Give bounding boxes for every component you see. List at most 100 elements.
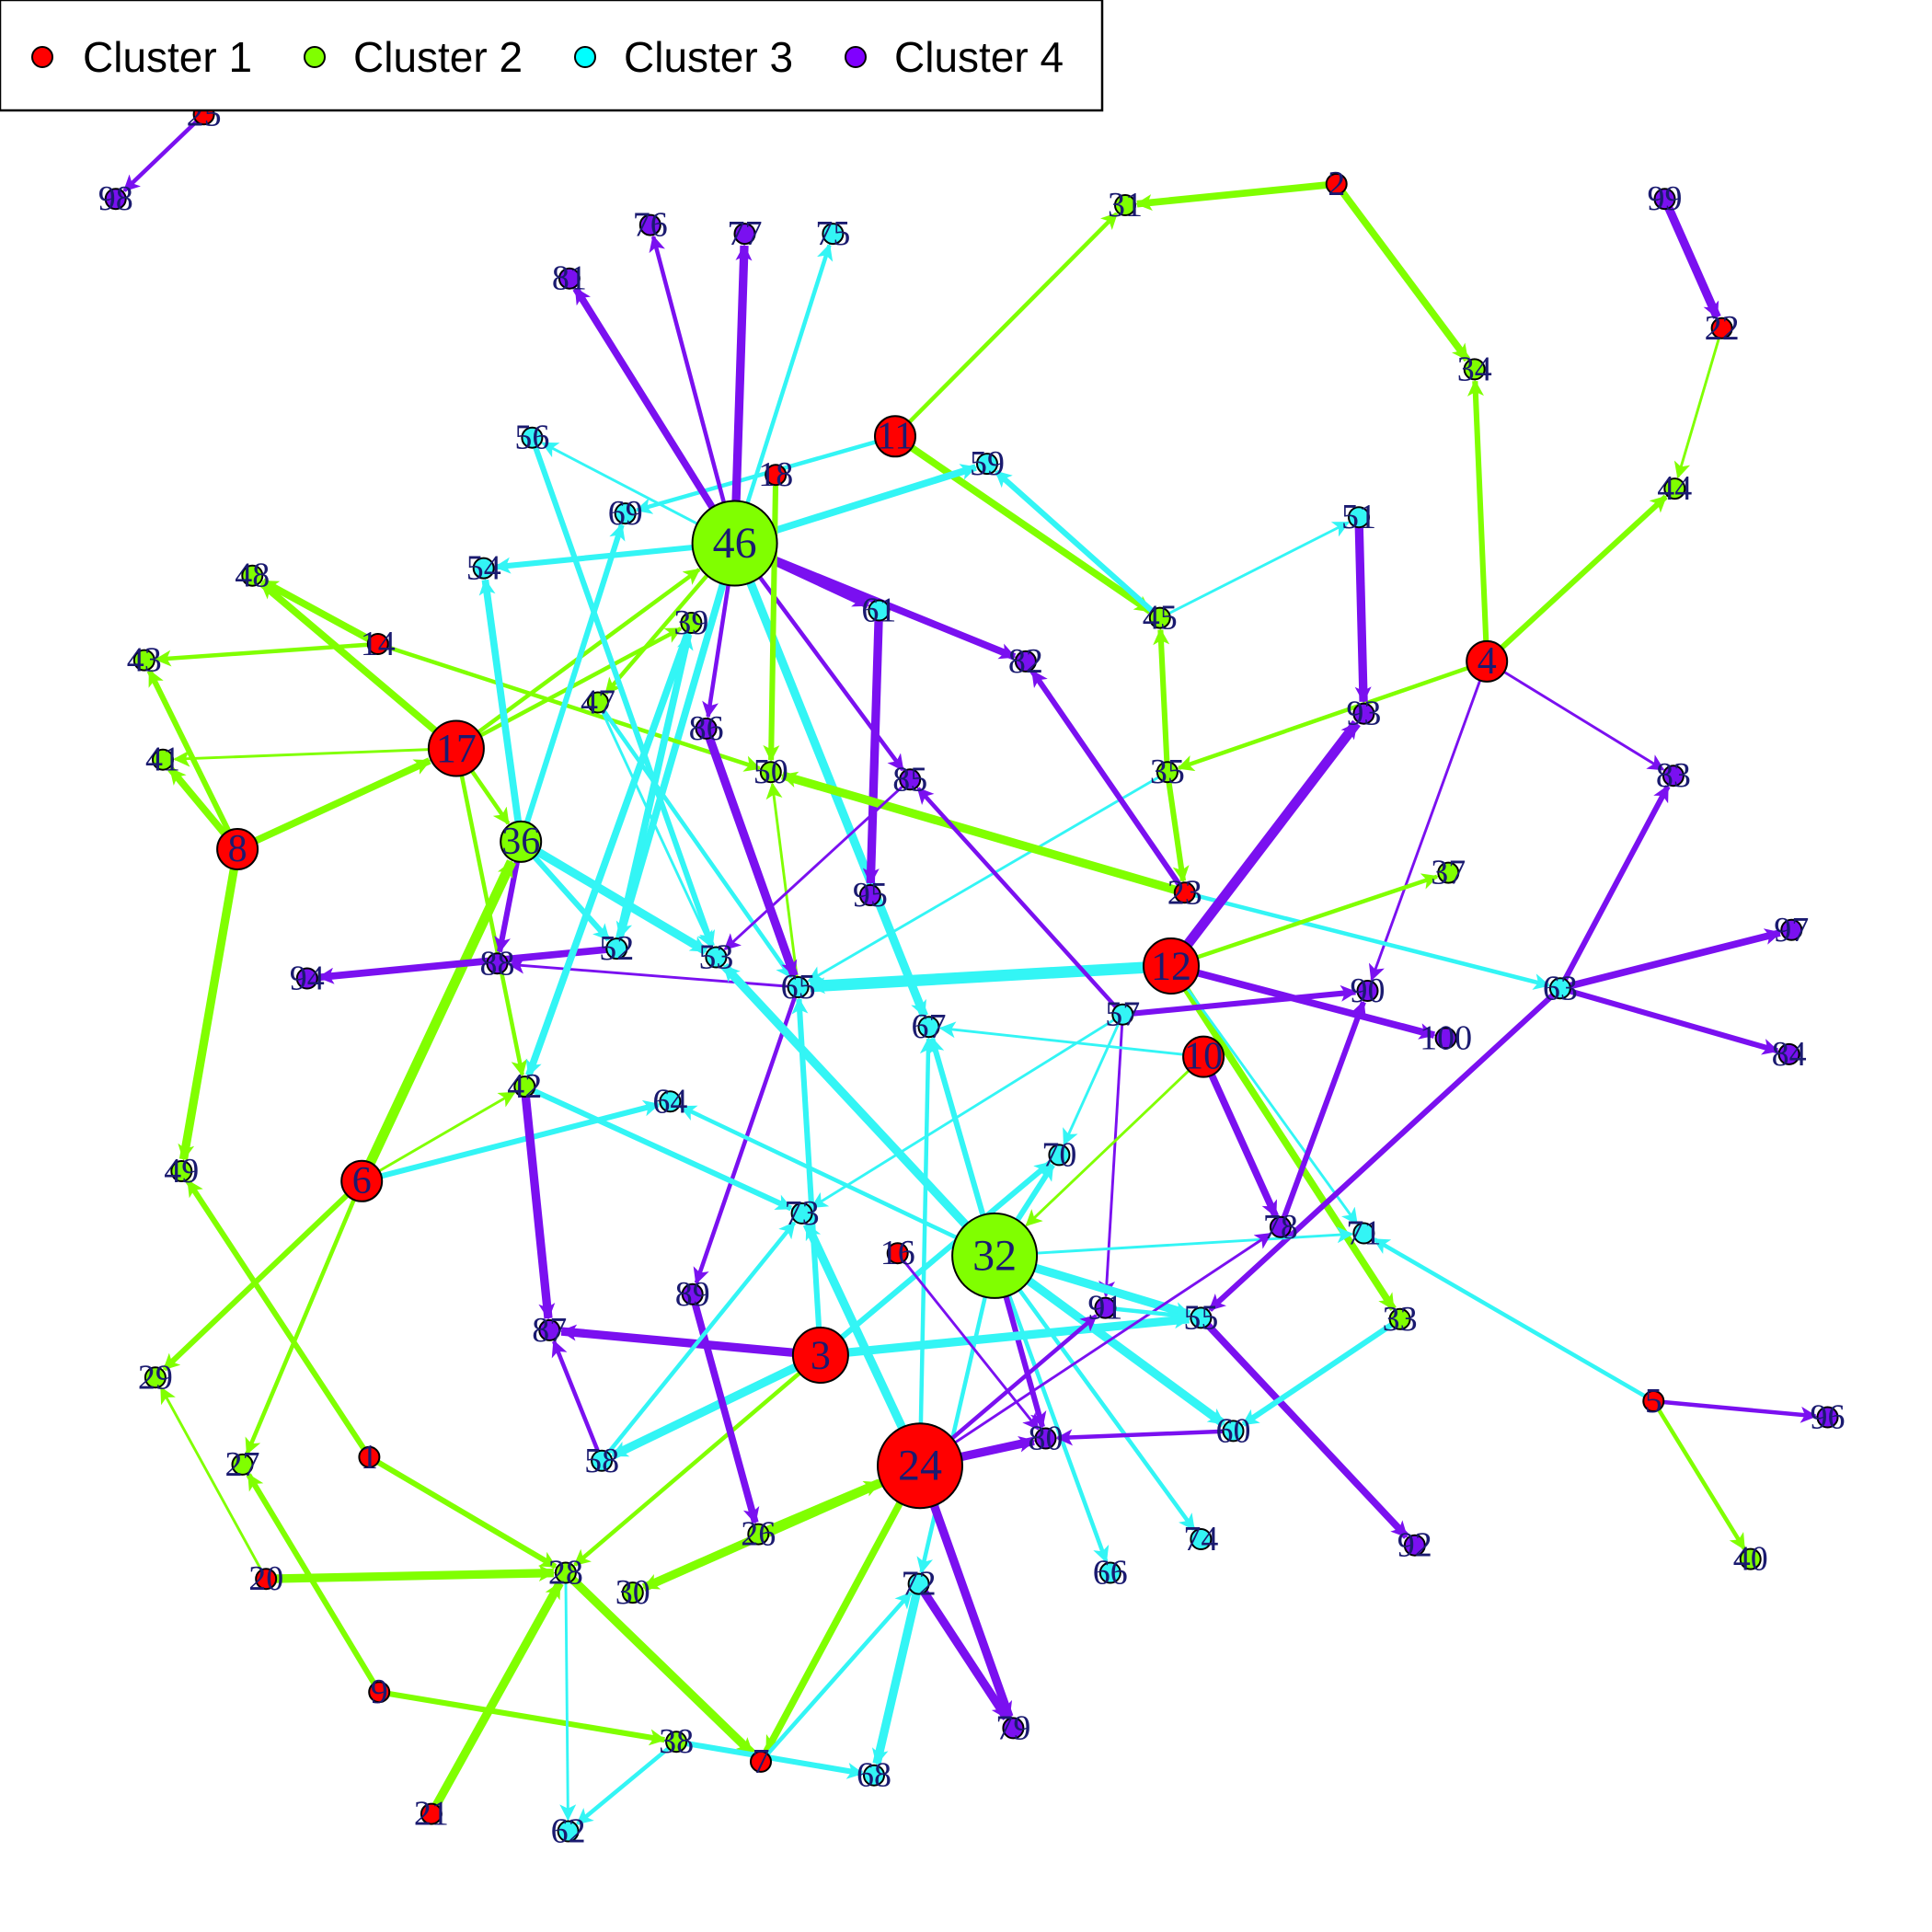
edge-8-to-17 xyxy=(236,757,431,853)
node-marker-39 xyxy=(680,612,703,634)
node-marker-42 xyxy=(513,1075,536,1098)
node-22: 22 xyxy=(1705,309,1740,348)
node-label-77: 77 xyxy=(728,214,763,253)
node-marker-24 xyxy=(877,1422,963,1510)
node-label-5: 5 xyxy=(1645,1382,1662,1420)
node-18: 18 xyxy=(758,455,793,494)
legend-entry-cluster-4: Cluster 4 xyxy=(845,33,1064,81)
edge-36-to-69 xyxy=(518,523,626,843)
edge-20-to-28 xyxy=(266,1565,556,1583)
node-66: 66 xyxy=(1093,1554,1128,1593)
legend-box xyxy=(0,0,1104,112)
node-label-21: 21 xyxy=(414,1795,449,1834)
edge-58-to-87 xyxy=(551,1340,604,1462)
node-label-39: 39 xyxy=(673,604,708,642)
node-34: 34 xyxy=(1457,350,1492,388)
node-label-4: 4 xyxy=(1478,640,1497,683)
node-marker-68 xyxy=(863,1764,885,1787)
edge-9-to-38 xyxy=(378,1689,667,1746)
legend-marker-cluster-1 xyxy=(31,46,53,68)
edge-14-to-48 xyxy=(260,578,380,648)
node-label-38: 38 xyxy=(659,1722,694,1761)
node-marker-62 xyxy=(557,1820,580,1843)
edge-36-to-52 xyxy=(518,839,611,942)
edge-8-to-49 xyxy=(178,848,242,1161)
legend-entry-cluster-3: Cluster 3 xyxy=(574,33,793,81)
edge-35-to-45 xyxy=(1153,627,1170,773)
node-marker-12 xyxy=(1143,937,1200,995)
edge-51-to-93 xyxy=(1354,517,1372,704)
edge-46-to-76 xyxy=(649,235,737,545)
node-label-52: 52 xyxy=(599,929,634,968)
node-label-3: 3 xyxy=(811,1333,831,1378)
node-label-79: 79 xyxy=(995,1708,1030,1747)
edge-6-to-27 xyxy=(245,1179,364,1455)
legend-label-cluster-4: Cluster 4 xyxy=(894,33,1064,81)
edge-10-to-78 xyxy=(1200,1055,1280,1218)
node-marker-45 xyxy=(1148,606,1171,629)
node-43: 43 xyxy=(127,641,162,680)
node-24: 24 xyxy=(877,1422,963,1510)
edge-17-to-41 xyxy=(173,747,456,767)
edges-layer xyxy=(122,112,1818,1826)
node-label-1: 1 xyxy=(361,1438,378,1477)
node-label-44: 44 xyxy=(1657,469,1692,508)
legend: Cluster 1 Cluster 2 Cluster 3 Cluster 4 xyxy=(0,0,1104,112)
edge-23-to-63 xyxy=(1184,891,1551,990)
node-label-20: 20 xyxy=(248,1559,283,1598)
nodes-layer: 1234567891011121416171820212223242526272… xyxy=(98,95,1846,1850)
node-label-12: 12 xyxy=(1151,944,1191,989)
edge-65-to-50 xyxy=(765,782,800,988)
edge-61-to-95 xyxy=(862,610,884,885)
node-marker-99 xyxy=(1653,188,1676,211)
edge-24-to-7 xyxy=(763,1464,924,1754)
node-51: 51 xyxy=(1341,498,1376,536)
node-label-8: 8 xyxy=(228,828,247,870)
node-marker-44 xyxy=(1663,477,1686,500)
edge-24-to-73 xyxy=(802,1222,925,1468)
node-40: 40 xyxy=(1733,1540,1768,1579)
node-11: 11 xyxy=(874,415,916,458)
node-58: 58 xyxy=(584,1442,619,1480)
node-marker-80 xyxy=(1034,1427,1057,1450)
node-marker-53 xyxy=(705,946,728,969)
node-label-96: 96 xyxy=(1811,1398,1846,1437)
node-label-50: 50 xyxy=(753,753,788,791)
node-label-56: 56 xyxy=(514,419,549,457)
node-marker-72 xyxy=(907,1572,930,1595)
node-label-69: 69 xyxy=(608,494,643,533)
node-63: 63 xyxy=(1543,969,1578,1007)
node-71: 71 xyxy=(1346,1214,1381,1253)
node-marker-60 xyxy=(1222,1420,1245,1443)
edge-46-to-81 xyxy=(572,286,738,546)
node-label-73: 73 xyxy=(785,1194,820,1233)
node-label-42: 42 xyxy=(507,1067,542,1106)
edge-3-to-28 xyxy=(573,1353,822,1567)
node-marker-86 xyxy=(695,717,718,740)
node-72: 72 xyxy=(902,1565,937,1604)
node-74: 74 xyxy=(1183,1520,1218,1558)
edge-45-to-51 xyxy=(1159,521,1351,619)
node-95: 95 xyxy=(853,876,888,914)
edge-16-to-80 xyxy=(896,1252,1040,1431)
node-marker-88 xyxy=(486,952,509,975)
node-label-28: 28 xyxy=(548,1554,583,1593)
node-92: 92 xyxy=(1397,1526,1432,1565)
edge-33-to-60 xyxy=(1241,1317,1402,1427)
node-32: 32 xyxy=(951,1212,1039,1299)
edge-45-to-59 xyxy=(994,469,1162,620)
node-12: 12 xyxy=(1143,937,1200,995)
node-marker-7 xyxy=(750,1750,772,1773)
node-label-51: 51 xyxy=(1341,498,1376,536)
edge-10-to-32 xyxy=(1025,1055,1205,1227)
edge-47-to-65 xyxy=(596,701,793,979)
node-marker-74 xyxy=(1190,1528,1213,1550)
node-61: 61 xyxy=(861,592,896,630)
node-label-85: 85 xyxy=(892,760,927,799)
edge-14-to-50 xyxy=(377,641,762,772)
node-marker-32 xyxy=(951,1212,1039,1299)
node-93: 93 xyxy=(1346,695,1381,733)
node-56: 56 xyxy=(514,419,549,457)
node-label-58: 58 xyxy=(584,1442,619,1480)
